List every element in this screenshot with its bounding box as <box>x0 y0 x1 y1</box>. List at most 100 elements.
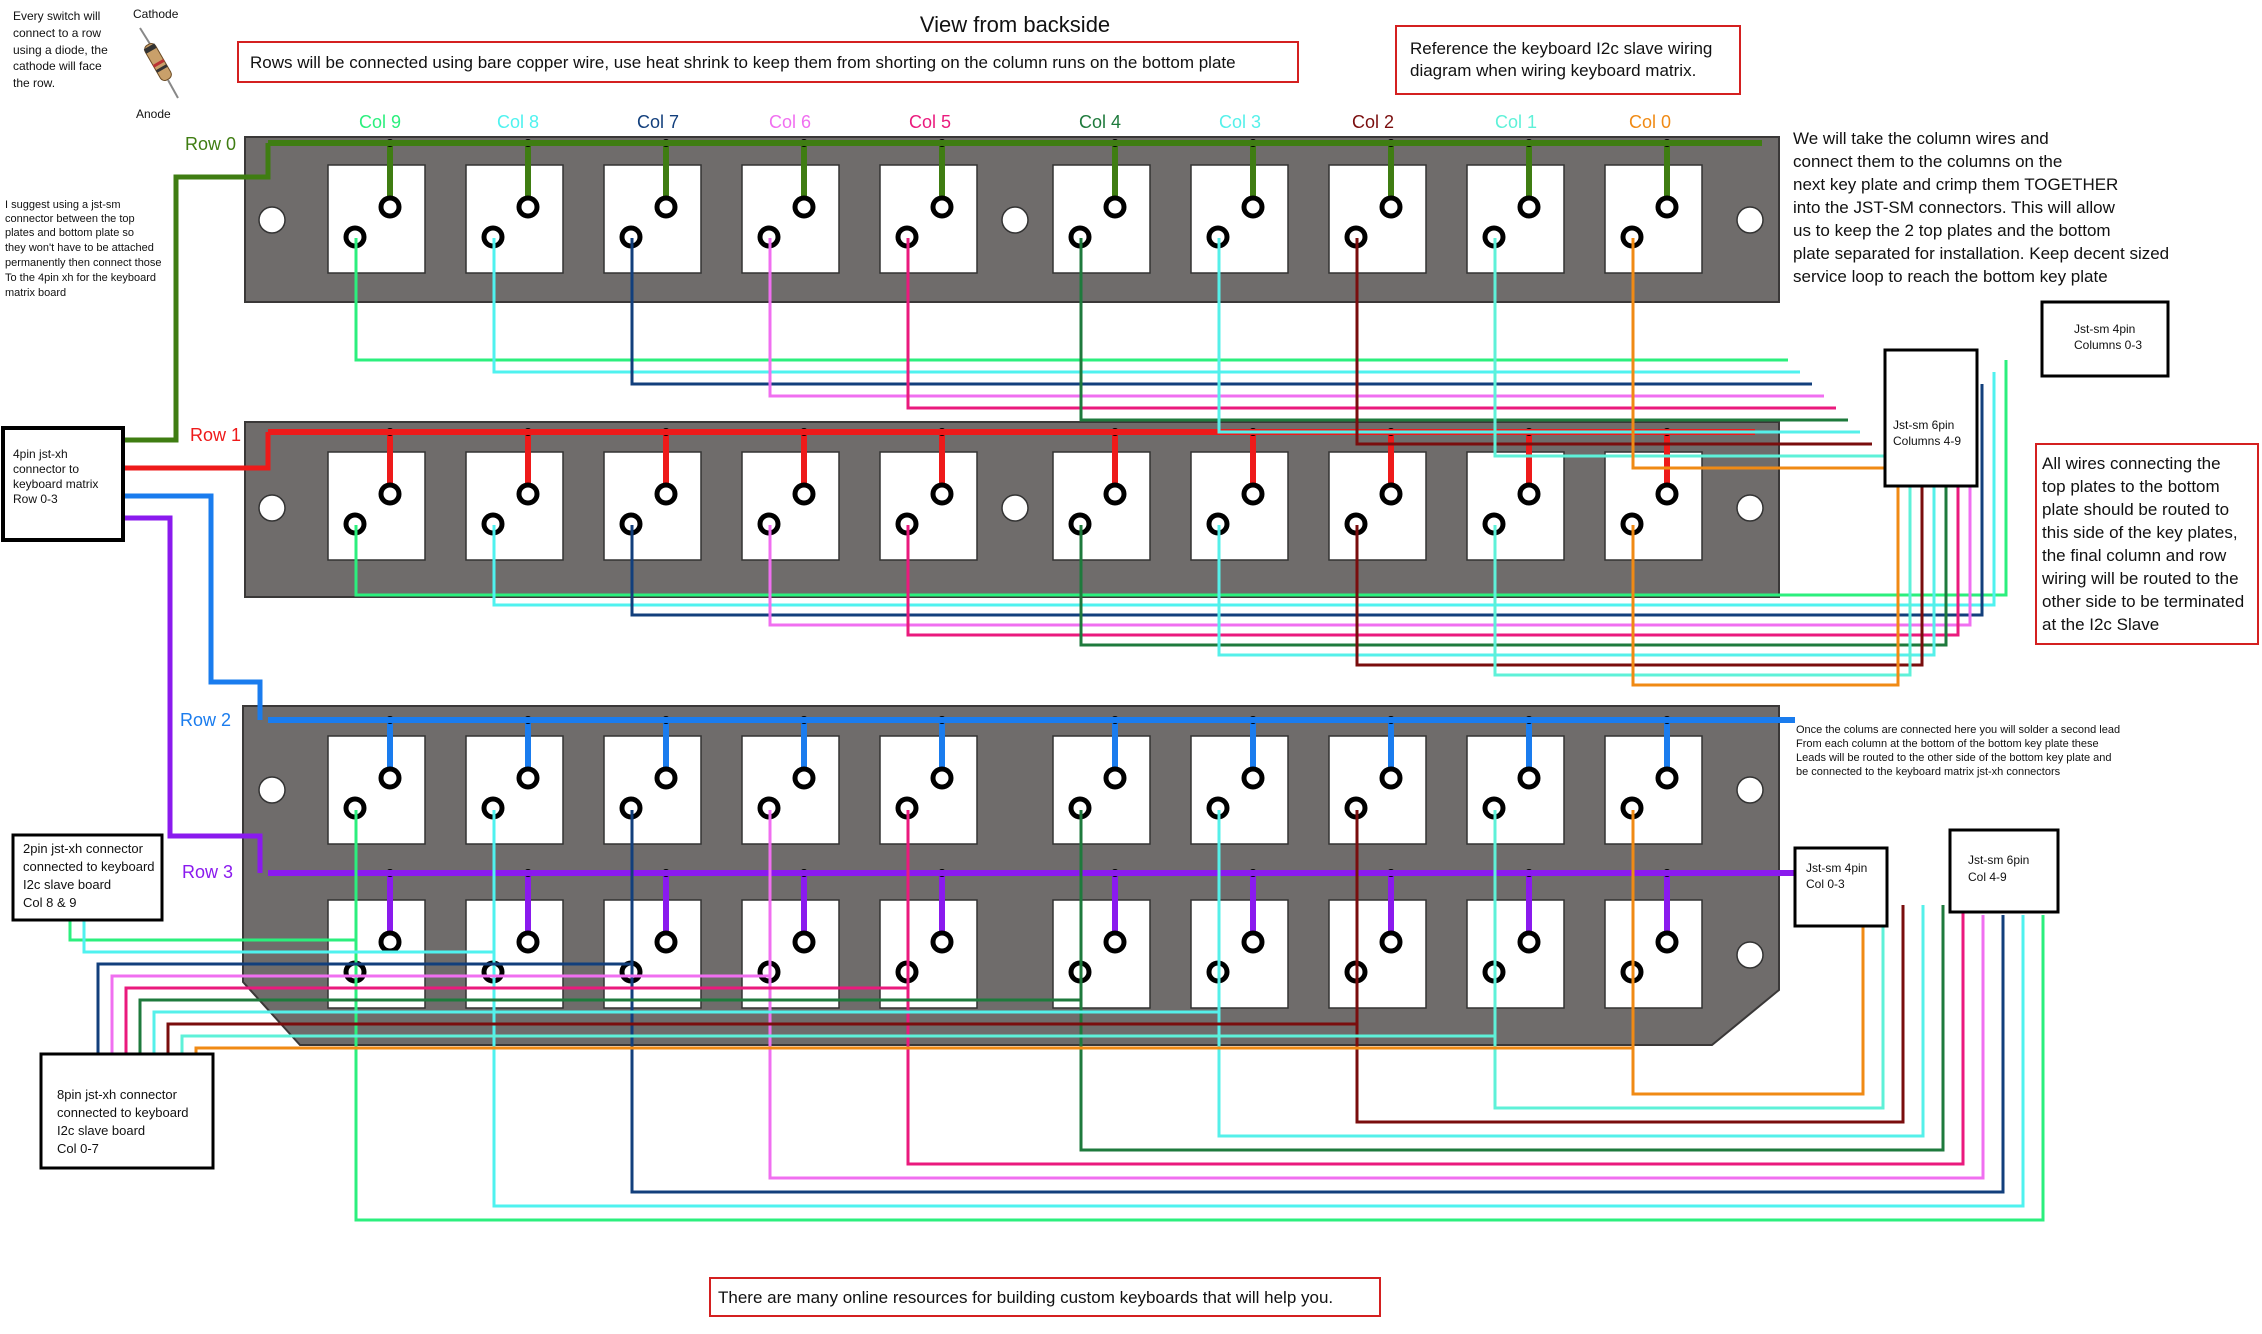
switch-cutout <box>1328 451 1427 561</box>
jst-note-line: connector between the top <box>5 213 135 225</box>
switch-cutout <box>465 451 564 561</box>
mounting-hole <box>1001 494 1029 522</box>
column-label: Col 4 <box>1079 112 1121 132</box>
column-wire <box>492 238 1800 374</box>
column-wire <box>1079 810 1945 1152</box>
connector-sm4-top: Jst-sm 4pin Columns 0-3 <box>2040 300 2170 378</box>
switch-pin <box>378 766 402 790</box>
sm6-top-line: Jst-sm 6pin <box>1893 418 1954 432</box>
column-label: Col 9 <box>359 112 401 132</box>
column-wire <box>354 238 1788 362</box>
switch-pin <box>516 482 540 506</box>
switch-cutout <box>741 735 840 845</box>
switch-pin <box>516 766 540 790</box>
diode-note-line: connect to a row <box>13 26 101 40</box>
diode-note-line: cathode will face <box>13 59 102 73</box>
second-lead-line: be connected to the keyboard matrix jst-… <box>1796 766 2061 778</box>
switch-cutout <box>603 164 702 274</box>
row-wire <box>95 143 271 443</box>
all-wires-line: this side of the key plates, <box>2042 523 2238 542</box>
row-wire <box>95 515 263 873</box>
switch-pin <box>1241 195 1265 219</box>
sm4-bottom-line: Jst-sm 4pin <box>1806 861 1867 875</box>
all-wires-line: top plates to the bottom <box>2042 477 2220 496</box>
mounting-hole <box>1736 941 1764 969</box>
row-wire <box>95 432 271 471</box>
column-wire <box>354 810 2045 1222</box>
switch-pin <box>1241 930 1265 954</box>
switch-pin <box>654 930 678 954</box>
mounting-hole <box>258 776 286 804</box>
mounting-hole <box>258 206 286 234</box>
switch-cutout <box>1604 451 1703 561</box>
column-wires <box>68 238 2045 1222</box>
column-wires-line: into the JST-SM connectors. This will al… <box>1793 198 2116 217</box>
switch-cutout <box>603 451 702 561</box>
switch-cutout <box>327 899 426 1009</box>
column-wire <box>768 238 1824 398</box>
note-footer: There are many online resources for buil… <box>709 1277 1381 1317</box>
switch-cutout <box>741 899 840 1009</box>
switch-pin <box>654 766 678 790</box>
switch-cutout <box>1466 899 1565 1009</box>
switch-pin <box>1103 195 1127 219</box>
switch-cutout <box>879 899 978 1009</box>
xh8-line: 8pin jst-xh connector <box>57 1087 178 1102</box>
xh2-line: 2pin jst-xh connector <box>23 841 144 856</box>
column-wire <box>1355 238 1872 446</box>
sm4-top-line: Jst-sm 4pin <box>2074 322 2135 336</box>
page-title: View from backside <box>920 12 1110 37</box>
switch-pin <box>792 195 816 219</box>
row-label: Row 1 <box>190 425 241 445</box>
switch-cutout <box>1466 735 1565 845</box>
switch-pin <box>1655 482 1679 506</box>
row-label: Row 3 <box>182 862 233 882</box>
switch-cutout <box>879 735 978 845</box>
mounting-hole <box>1736 776 1764 804</box>
switch-pin <box>1379 766 1403 790</box>
xh8-line: I2c slave board <box>57 1123 145 1138</box>
sm4-bottom-line: Col 0-3 <box>1806 877 1845 891</box>
column-wire <box>1493 456 1912 677</box>
connector-xh2: 2pin jst-xh connector connected to keybo… <box>11 833 164 922</box>
switch-pin <box>1103 766 1127 790</box>
column-wire <box>152 1010 1219 1055</box>
switch-pin <box>378 930 402 954</box>
switch-pin <box>792 482 816 506</box>
switch-cutout <box>1604 735 1703 845</box>
mounting-hole <box>258 494 286 522</box>
column-label: Col 7 <box>637 112 679 132</box>
sm6-top-line: Columns 4-9 <box>1893 434 1961 448</box>
switch-pin <box>654 195 678 219</box>
switch-cutout <box>1466 164 1565 274</box>
column-wire <box>1079 238 1848 422</box>
column-wire <box>354 360 2008 597</box>
sm6-bottom-line: Col 4-9 <box>1968 870 2007 884</box>
connector-sm6-bottom: Jst-sm 6pin Col 4-9 <box>1948 828 2060 914</box>
cathode-label: Cathode <box>133 7 179 21</box>
diode-icon: Cathode Anode <box>133 7 179 121</box>
mounting-hole <box>1736 206 1764 234</box>
switch-cutout <box>1052 164 1151 274</box>
jst-note-line: permanently then connect those <box>5 257 162 269</box>
all-wires-line: at the I2c Slave <box>2042 615 2159 634</box>
column-wire <box>124 986 908 1055</box>
column-wire <box>630 384 1984 617</box>
note-rows-bare-copper: Rows will be connected using bare copper… <box>237 41 1299 83</box>
switch-pin <box>516 195 540 219</box>
xh4-line: keyboard matrix <box>13 477 98 491</box>
column-wire <box>82 920 494 954</box>
column-wire <box>906 238 1836 410</box>
column-wire <box>1355 444 1924 667</box>
switch-cutout <box>1052 451 1151 561</box>
switch-cutout <box>327 164 426 274</box>
all-wires-line: All wires connecting the <box>2042 454 2221 473</box>
switch-pin <box>516 930 540 954</box>
column-wire <box>1217 810 1925 1138</box>
row-label: Row 2 <box>180 710 231 730</box>
switch-cutout <box>1190 451 1289 561</box>
column-wire <box>1493 238 1884 458</box>
column-wire <box>1631 468 1900 687</box>
xh4-line: connector to <box>13 462 79 476</box>
switch-pin <box>378 482 402 506</box>
